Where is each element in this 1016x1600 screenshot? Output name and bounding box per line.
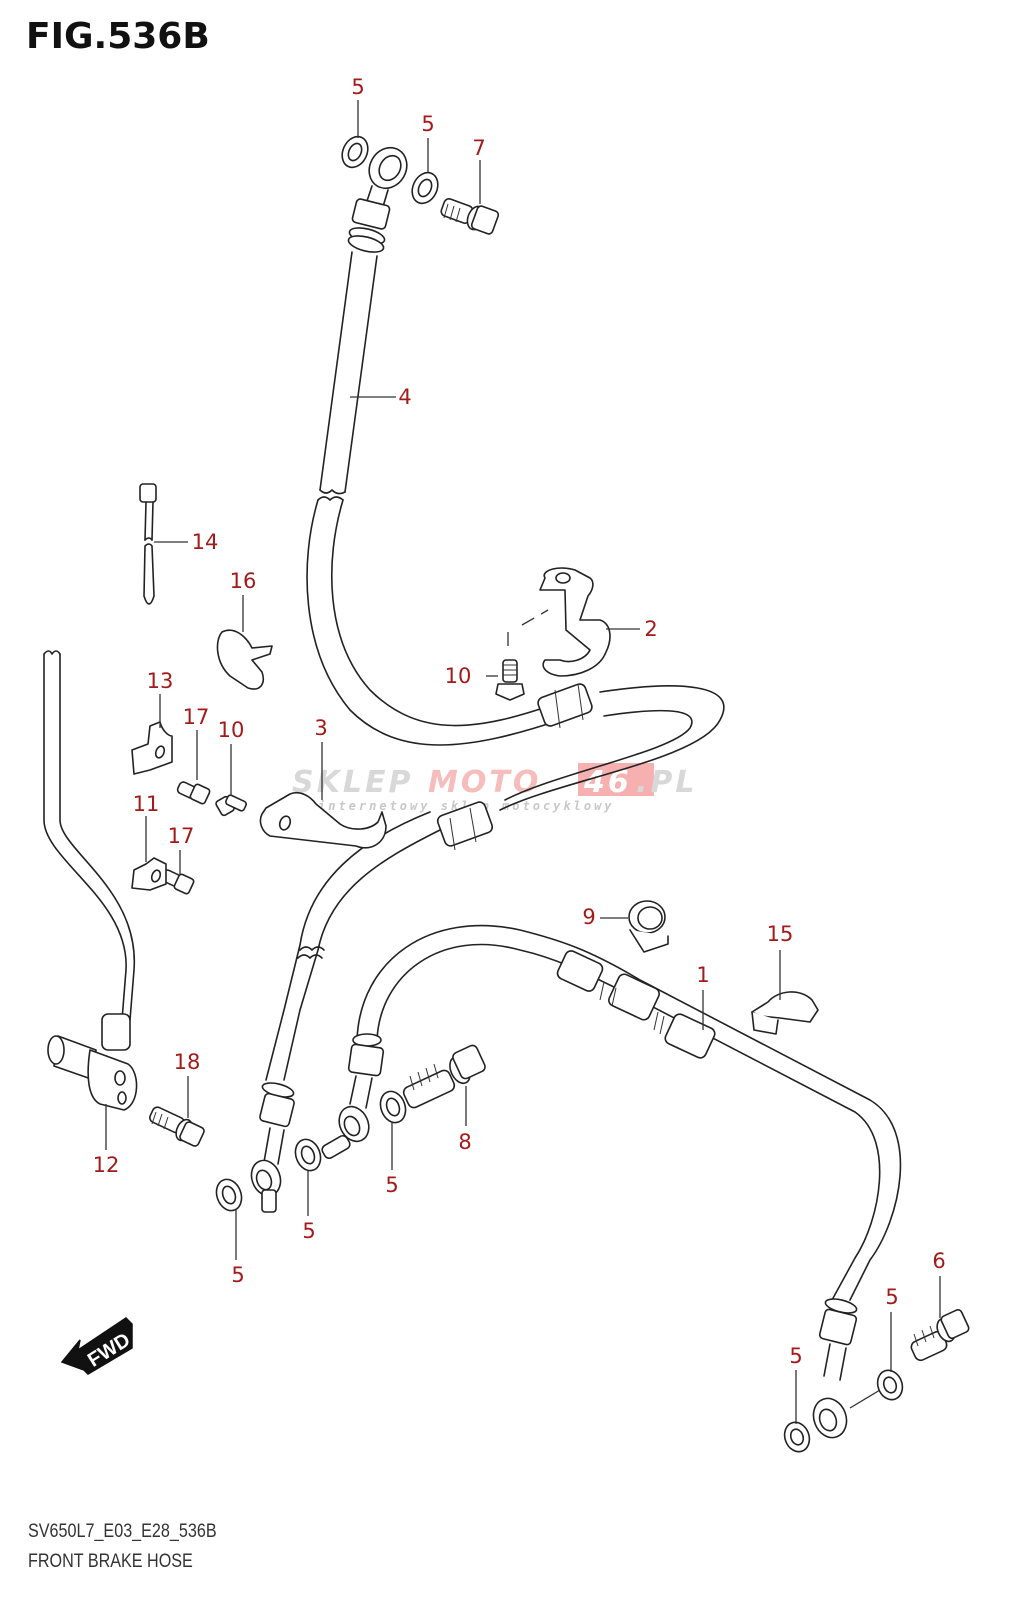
- clamp-part-16: [216, 629, 273, 690]
- clamp-part-15: [751, 991, 819, 1035]
- callout-14: 14: [192, 530, 219, 554]
- watermark-brand-1: SKLEP: [292, 765, 413, 800]
- callout-5: 5: [351, 75, 364, 99]
- callout-6: 6: [932, 1249, 945, 1273]
- callout-5: 5: [302, 1219, 315, 1243]
- callout-12: 12: [93, 1153, 120, 1177]
- bolt-part-10a: [495, 659, 525, 701]
- callout-16: 16: [230, 569, 257, 593]
- watermark-brand-4: .PL: [636, 765, 698, 800]
- clamp-part-11: [131, 857, 167, 891]
- bolt-part-17b: [160, 869, 195, 895]
- clamp-bracket-part-2: [539, 567, 611, 677]
- lower-brake-hose-part-1: [321, 924, 902, 1439]
- bolt-part-10b: [215, 794, 247, 817]
- callout-11: 11: [133, 792, 160, 816]
- washer-5f: [876, 1369, 904, 1401]
- watermark-brand-2: MOTO: [428, 765, 541, 800]
- figure-title: FIG.536B: [26, 16, 210, 57]
- callout-8: 8: [458, 1130, 471, 1154]
- callout-5: 5: [885, 1285, 898, 1309]
- callout-5: 5: [385, 1173, 398, 1197]
- union-bolt-part-8: [402, 1044, 486, 1109]
- callout-17: 17: [168, 824, 195, 848]
- bolt-part-18: [149, 1106, 205, 1147]
- callout-18: 18: [174, 1050, 201, 1074]
- clamp-part-13: [131, 721, 173, 775]
- leader-lines: [105, 100, 941, 1424]
- washer-5b: [411, 171, 439, 205]
- callout-13: 13: [147, 669, 174, 693]
- cable-tie-part-14: [139, 483, 157, 605]
- callout-17: 17: [183, 705, 210, 729]
- union-bolt-part-6: [910, 1308, 970, 1362]
- callout-9: 9: [582, 905, 595, 929]
- clamp-part-9: [628, 900, 669, 953]
- callout-10: 10: [218, 718, 245, 742]
- union-bolt-part-7: [440, 198, 500, 235]
- callout-5: 5: [231, 1263, 244, 1287]
- watermark-brand-3: 46: [583, 765, 632, 800]
- callout-7: 7: [472, 136, 485, 160]
- washer-5a: [341, 135, 369, 169]
- callout-4: 4: [398, 385, 411, 409]
- arrow-forward-icon: [60, 1317, 133, 1375]
- bolt-part-17a: [176, 781, 211, 805]
- hose-bracket-part-3: [259, 791, 387, 849]
- callout-10: 10: [445, 664, 472, 688]
- forward-direction-badge: FWD: [60, 1317, 134, 1375]
- callout-5: 5: [789, 1344, 802, 1368]
- watermark-tagline: internetowy sklep motocyklowy: [318, 799, 615, 813]
- upper-brake-hose-part-4: [250, 146, 725, 1213]
- callout-5: 5: [421, 112, 434, 136]
- callout-2: 2: [644, 617, 657, 641]
- figure-code: SV650L7_E03_E28_536B: [28, 1521, 217, 1542]
- callout-3: 3: [314, 716, 327, 740]
- callout-1: 1: [696, 963, 709, 987]
- callout-15: 15: [767, 922, 794, 946]
- washers-part-5: [215, 135, 904, 1453]
- figure-caption: FRONT BRAKE HOSE: [28, 1551, 193, 1572]
- washer-5g: [783, 1421, 811, 1453]
- wheel-speed-sensor-part-12: [43, 650, 138, 1111]
- callouts: 5 5 7 4 14 16 2 10 13 17 10 3 11 17 9 15…: [93, 75, 946, 1368]
- washer-5c: [215, 1178, 243, 1212]
- washer-5e: [379, 1090, 407, 1124]
- washer-5d: [294, 1138, 322, 1172]
- watermark: SKLEP MOTO 46 .PL internetowy sklep moto…: [292, 763, 698, 813]
